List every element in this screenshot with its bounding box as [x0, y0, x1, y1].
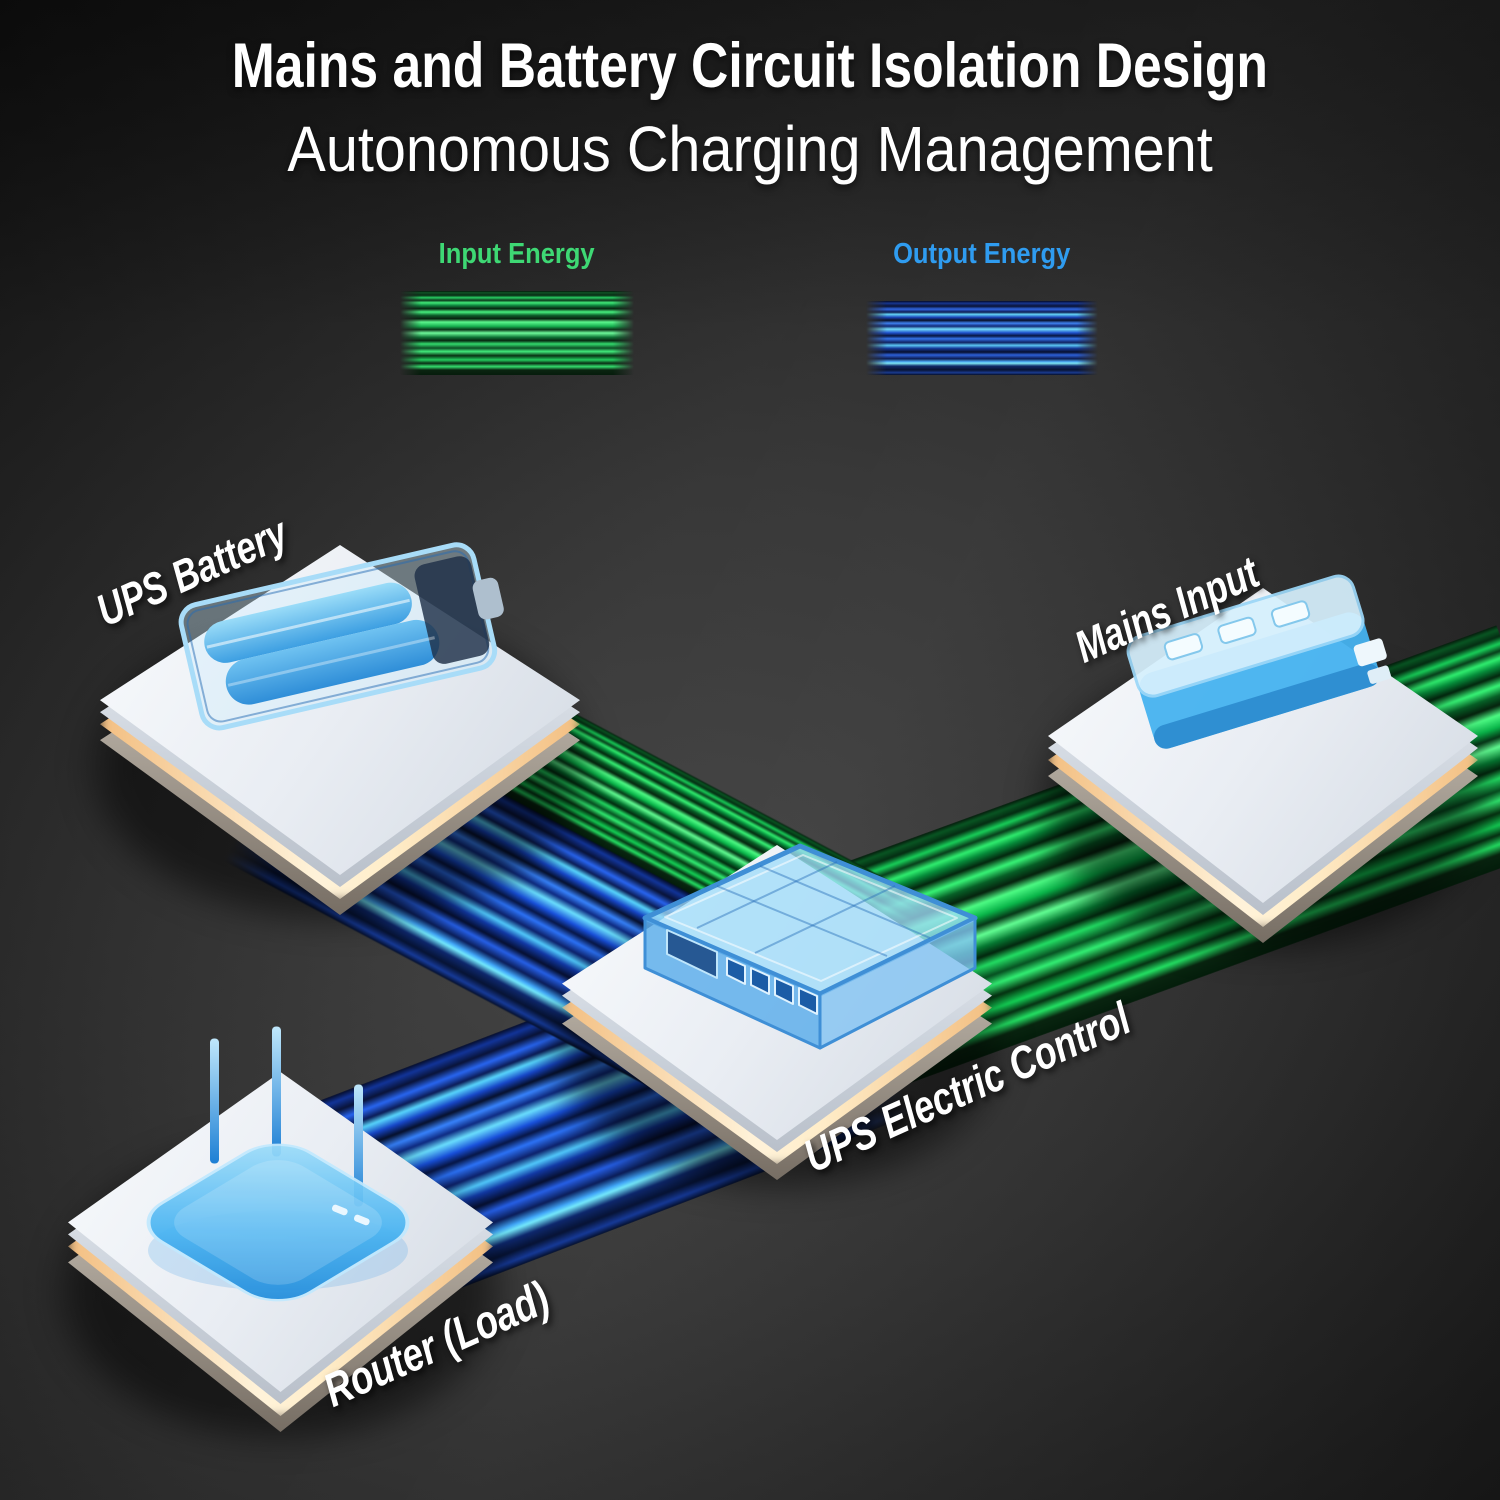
router-icon — [146, 1026, 410, 1302]
page-subtitle: Autonomous Charging Management — [287, 113, 1213, 185]
ups-battery-icon — [178, 542, 504, 731]
output-energy-swatch — [866, 301, 1098, 375]
legend-input-energy: Input Energy — [392, 238, 642, 375]
input-energy-label: Input Energy — [439, 238, 595, 270]
input-energy-swatch — [400, 291, 634, 375]
legend-output-energy: Output Energy — [852, 238, 1112, 375]
output-energy-label: Output Energy — [893, 238, 1071, 270]
ups-control-unit-icon — [642, 843, 978, 1050]
mains-adapter-icon — [1126, 574, 1391, 749]
mains-platform — [1043, 588, 1483, 949]
page-title: Mains and Battery Circuit Isolation Desi… — [231, 31, 1269, 101]
